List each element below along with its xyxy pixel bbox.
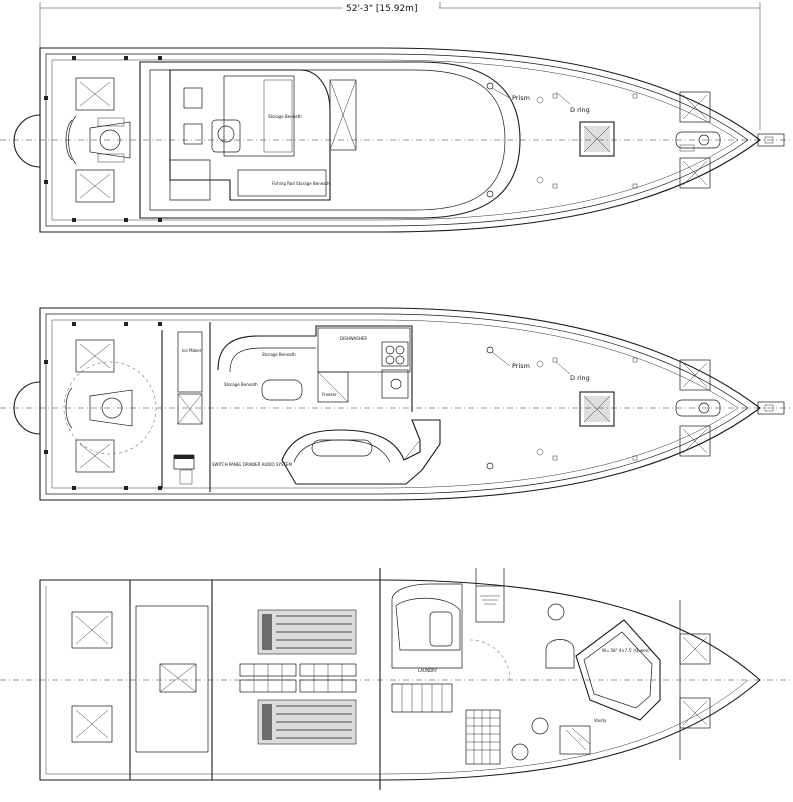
main-prism-label: Prism <box>512 362 530 370</box>
flybridge-plan: Storage Beneath Fishing Rod Storage Bene… <box>0 47 793 233</box>
fly-prism-label: Prism <box>512 94 530 102</box>
main-storage-left-label: Storage Beneath <box>224 382 258 387</box>
main-switch-panel-label: SWITCH PANEL DRAWER AUDIO SYSTEM <box>212 462 292 467</box>
lower-engines <box>239 609 357 745</box>
main-freezer-label: Freezer <box>322 392 337 397</box>
fly-helm-seat-1 <box>183 87 203 109</box>
lower-lockers <box>465 585 591 765</box>
overall-length-label: 52'-3" [15.92m] <box>346 4 417 14</box>
main-deck-hardware: Prism D ring <box>486 346 638 470</box>
fly-fighting-chair <box>89 117 131 163</box>
lower-heads <box>511 603 575 761</box>
lower-lazarette-hatches <box>71 611 113 743</box>
fly-rod-storage-label: Fishing Rod Storage Beneath <box>272 181 330 186</box>
fly-deck-hardware: Prism D ring <box>486 82 638 198</box>
main-dring-label: D ring <box>570 374 590 382</box>
main-settee <box>281 419 441 485</box>
lower-laundry-label: LAUNDRY <box>418 668 438 673</box>
fly-rail-stanchions <box>44 56 162 222</box>
lower-master-berth: W= 58" 4×7.5' (Queen) Vanity <box>575 619 661 723</box>
main-galley: DISHWASHER Freezer Storage Beneath Stora… <box>217 325 413 412</box>
fly-dring-label: D ring <box>570 106 590 114</box>
main-storage-label: Storage Beneath <box>262 352 296 357</box>
lower-battery-bank <box>239 663 357 693</box>
main-cockpit-hatches <box>75 339 115 473</box>
main-windlass <box>675 399 721 417</box>
overall-length-dimension: 52'-3" [15.92m] <box>39 2 761 130</box>
fly-aft-hatches <box>75 77 115 203</box>
fly-forward-hatches <box>579 91 711 189</box>
main-fighting-chair <box>63 361 157 455</box>
fly-helm-seat-2 <box>183 123 203 145</box>
main-ice-maker-label: Ice Maker <box>182 348 202 353</box>
main-deck-plan: Ice Maker DISHWASHER Freezer Storage Ben… <box>0 307 793 501</box>
lower-stairs <box>391 683 453 713</box>
main-dishwasher-label: DISHWASHER <box>340 336 367 341</box>
lower-vanity-label: Vanity <box>594 718 607 723</box>
fly-storage-label: Storage Beneath <box>268 114 302 119</box>
lower-aft-stateroom: LAUNDRY <box>391 583 511 681</box>
lower-forward-hatches <box>679 633 711 729</box>
fly-helm-console: Storage Beneath Fishing Rod Storage Bene… <box>169 69 357 201</box>
lower-berth-label: W= 58" 4×7.5' (Queen) <box>602 648 650 653</box>
main-rail-stanchions <box>44 322 162 490</box>
fly-windlass <box>675 131 721 152</box>
main-forward-hatches <box>579 359 711 457</box>
lower-deck-plan: LAUNDRY W= 58" 4×7.5' (Queen) <box>0 568 793 790</box>
